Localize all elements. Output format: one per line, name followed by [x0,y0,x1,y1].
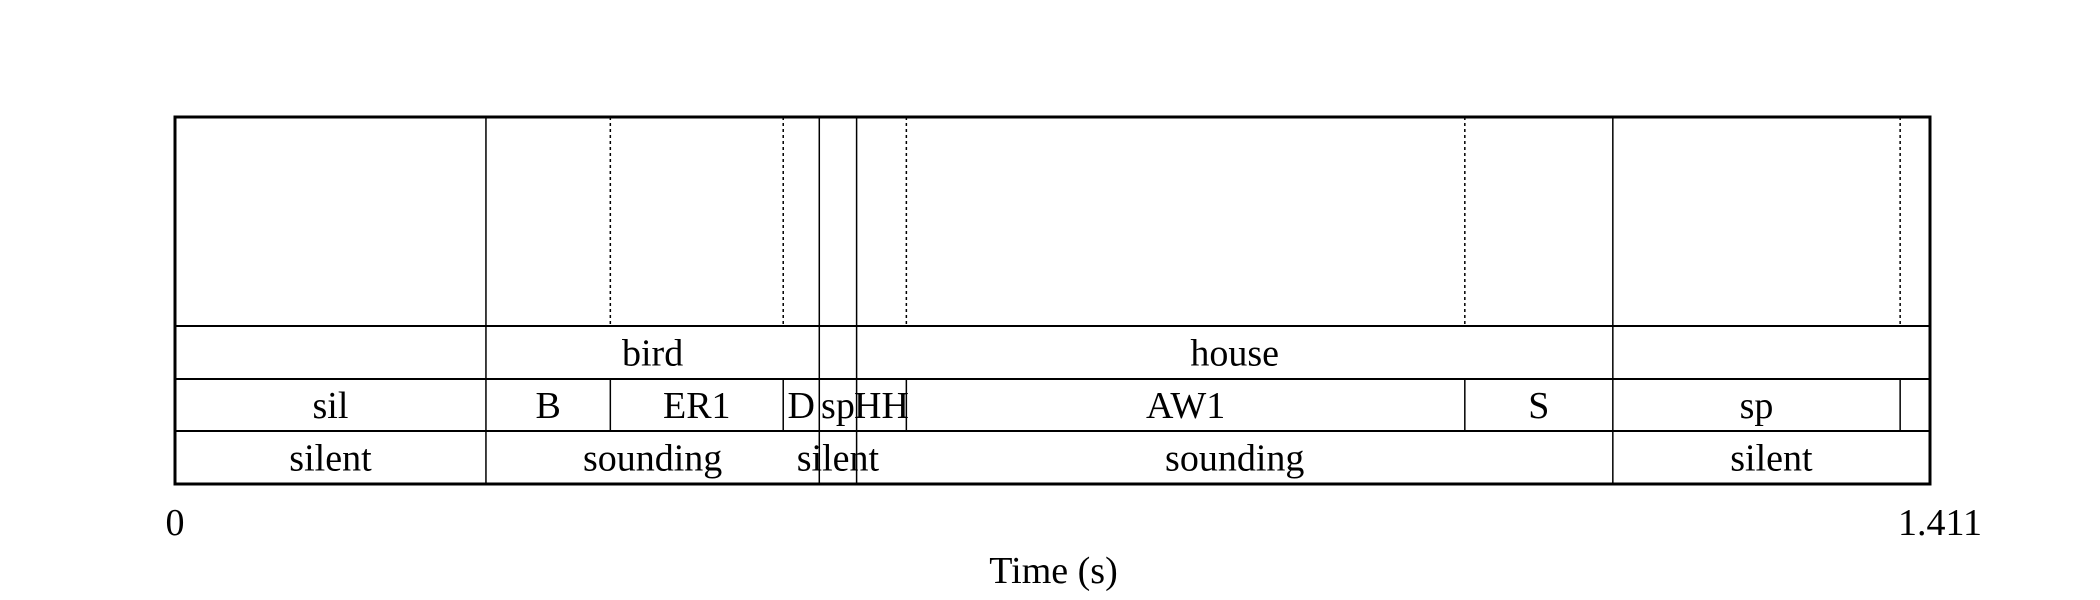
interval-label: sp [821,385,855,427]
interval-label: AW1 [1146,385,1225,427]
interval-label: HH [854,385,909,427]
tier-lines [175,325,1930,432]
figure-frame [173,115,1932,486]
x-tick-start: 0 [166,502,185,544]
interval-label: silent [1730,438,1813,480]
x-tick-end: 1.411 [1898,502,1982,544]
interval-label: sounding [583,438,722,480]
interval-label: bird [622,333,683,375]
interval-label: ER1 [663,385,731,427]
interval-label: B [535,385,560,427]
interval-label: silent [289,438,372,480]
interval-label: sounding [1165,438,1304,480]
interval-label: silent [797,438,880,480]
x-axis-label: Time (s) [989,550,1117,592]
interval-label: S [1528,385,1549,427]
interval-label: house [1190,333,1279,375]
boundary-lines [485,117,1901,484]
interval-label: sp [1740,385,1774,427]
interval-label: D [788,385,815,427]
interval-label: sil [313,385,349,427]
